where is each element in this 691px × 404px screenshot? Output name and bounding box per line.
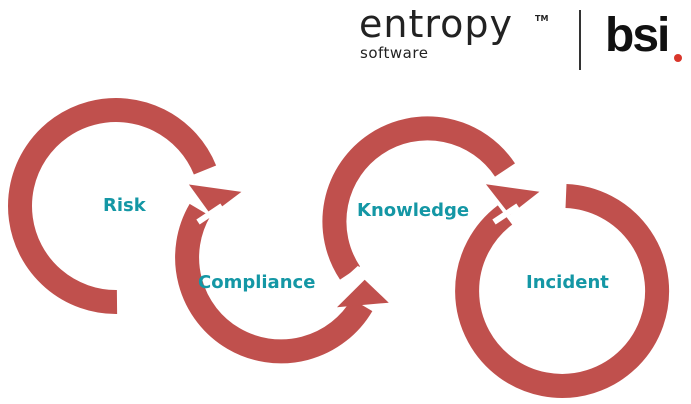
entropy-logo-text: entropy (359, 2, 514, 46)
knowledge-arc (322, 116, 515, 280)
risk-arc (8, 98, 217, 315)
incident-arc (455, 184, 670, 398)
stage-label-incident: Incident (526, 272, 609, 293)
bsi-logo-dot (674, 54, 682, 62)
compliance-arc (175, 203, 373, 364)
trademark-mark: TM (535, 14, 549, 23)
stage-label-compliance: Compliance (198, 272, 316, 293)
stage-label-risk: Risk (103, 195, 146, 216)
bsi-logo-text: bsi (605, 9, 670, 62)
logo-divider (579, 10, 581, 70)
entropy-logo-subtext: software (360, 44, 429, 62)
knowledge-arrowhead-icon (485, 184, 540, 215)
risk-arrowhead-icon (188, 184, 242, 215)
stage-label-knowledge: Knowledge (357, 200, 470, 221)
header-logos: entropy TM software bsi (350, 0, 691, 80)
compliance-arrowhead-icon (336, 279, 389, 308)
